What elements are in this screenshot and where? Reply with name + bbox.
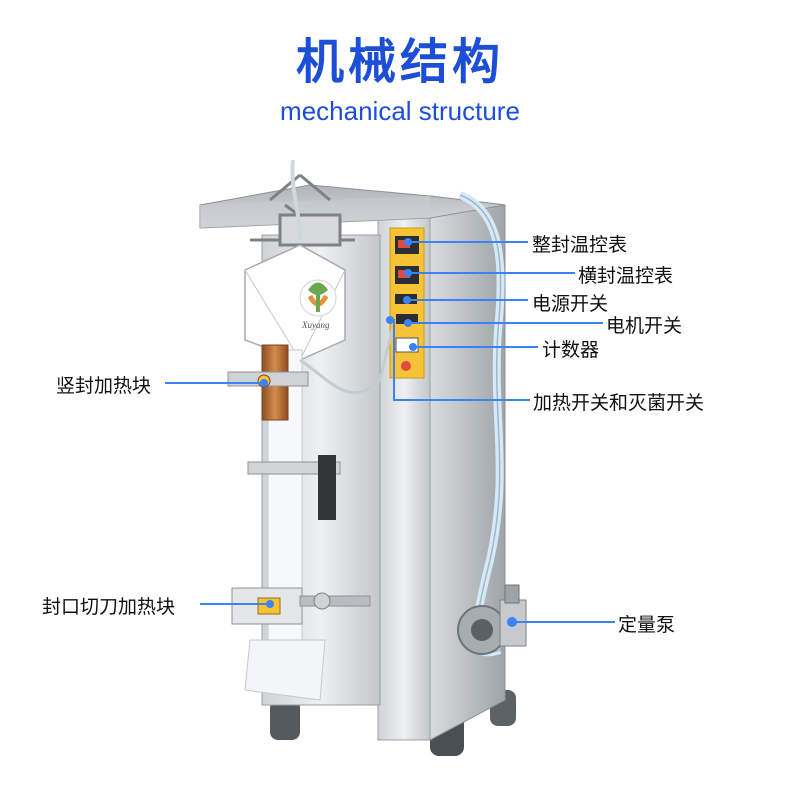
guide-bracket: [247, 461, 341, 475]
film-former: [244, 244, 346, 361]
label-heating-and-sterilization-switch: 加热开关和灭菌开关: [533, 392, 705, 414]
label-vertical-seal-temp-controller: 整封温控表: [532, 234, 628, 256]
label-dosing-pump: 定量泵: [618, 614, 676, 636]
film-feed-frame: [250, 173, 355, 247]
label-power-switch: 电源开关: [532, 293, 609, 315]
label-vertical-seal-heating-block: 竖封加热块: [56, 375, 152, 397]
dosing-pump: [457, 584, 527, 655]
page-title: 机械结构: [295, 34, 504, 90]
label-counter: 计数器: [542, 339, 600, 361]
cabinet-side-panel: [429, 195, 506, 741]
label-seal-cutter-heating-block: 封口切刀加热块: [42, 596, 176, 618]
brand-logo: [299, 279, 337, 317]
callout-dots: [260, 238, 516, 626]
label-horizontal-seal-temp-controller: 横封温控表: [578, 265, 674, 287]
label-motor-switch: 电机开关: [606, 315, 683, 337]
page-subtitle: mechanical structure: [280, 96, 520, 126]
brand-name: Xuyang: [301, 320, 330, 330]
